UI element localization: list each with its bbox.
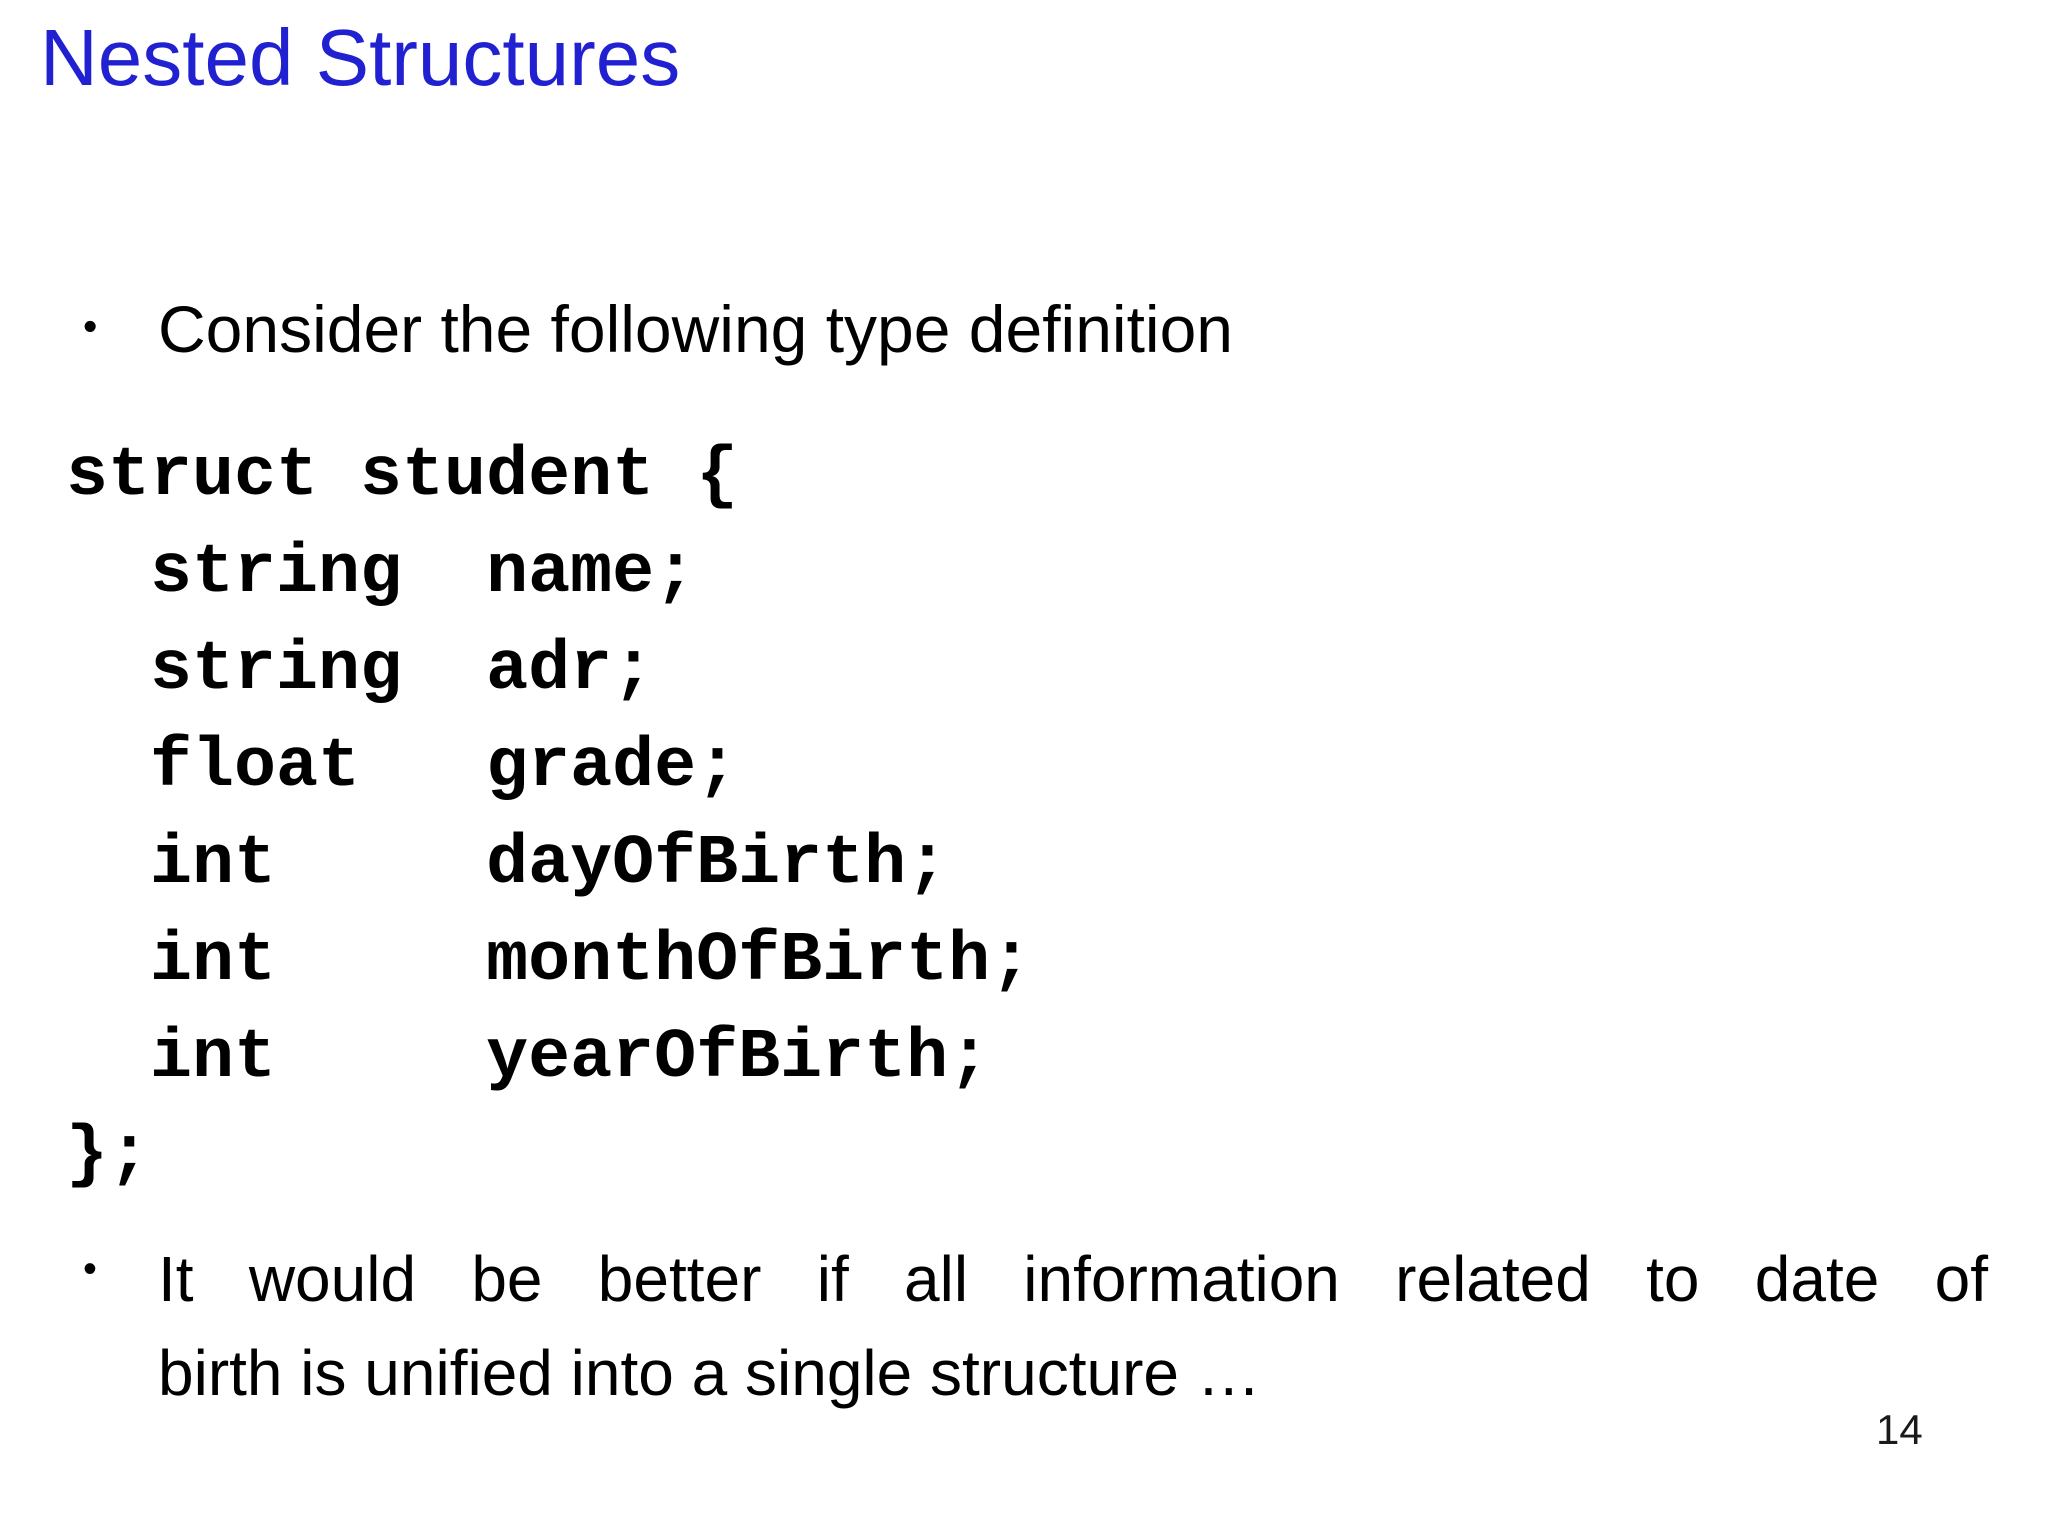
page-number: 14 [1876, 1406, 1923, 1453]
code-line: int monthOfBirth; [66, 922, 1033, 1001]
bullet-text-better-line2: birth is unified into a single structure… [158, 1337, 1261, 1409]
bullet-item-better: • It would be better if all information … [75, 1232, 1988, 1420]
bullet-marker: • [83, 1247, 97, 1291]
code-line: }; [66, 1116, 151, 1195]
bullet-text-consider: Consider the following type definition [158, 292, 1233, 366]
bullet-text-better: It would be better if all information re… [158, 1232, 1988, 1420]
code-line: string name; [66, 534, 697, 613]
code-line: struct student { [66, 437, 739, 516]
bullet-text-better-line1: It would be better if all information re… [158, 1243, 1988, 1315]
code-line: float grade; [66, 728, 739, 807]
code-line: int yearOfBirth; [66, 1019, 991, 1098]
code-line: int dayOfBirth; [66, 825, 949, 904]
code-line: string adr; [66, 631, 655, 710]
code-block-struct-student: struct student { string name; string adr… [66, 428, 1032, 1204]
bullet-item-consider: • Consider the following type definition [75, 288, 1988, 371]
slide-title: Nested Structures [40, 13, 681, 102]
bullet-marker: • [83, 303, 98, 349]
